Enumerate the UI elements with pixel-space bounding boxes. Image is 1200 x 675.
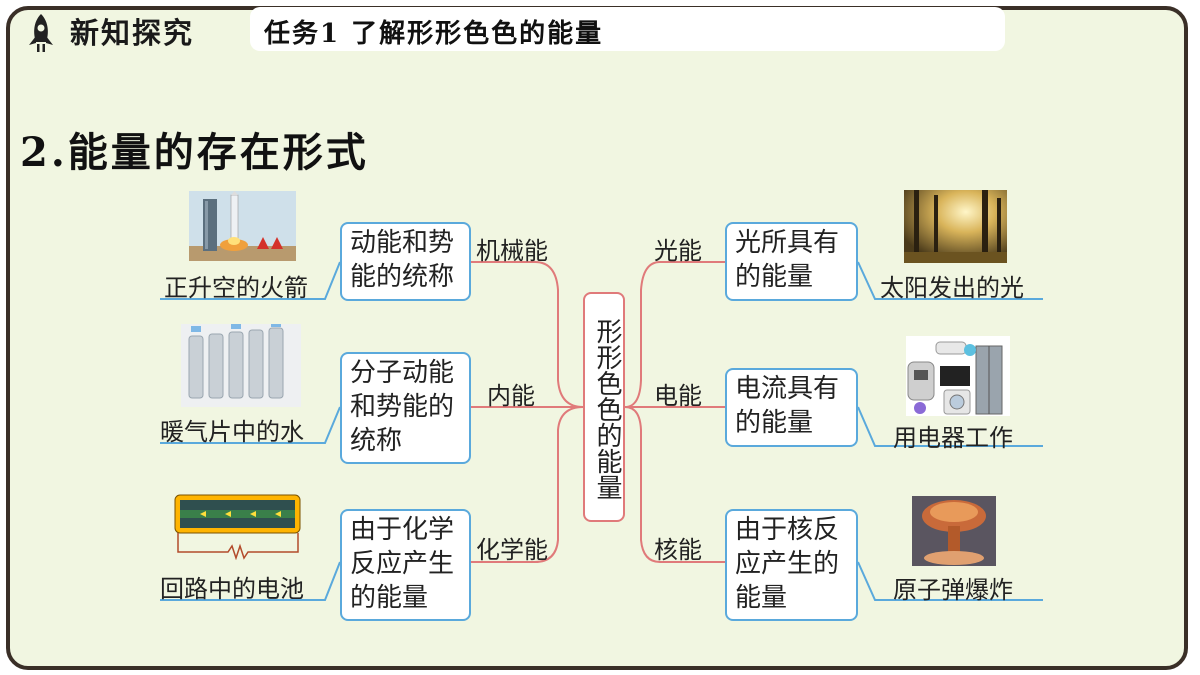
sunlight-forest-icon [904, 190, 1007, 263]
definition-box-electric: 电流具有的能量 [725, 368, 858, 447]
underline-rocket [160, 261, 341, 300]
radiator-icon [181, 324, 301, 407]
branch-label-chemical: 化学能 [476, 536, 548, 564]
underline-radiator [160, 406, 341, 444]
caption-rocket: 正升空的火箭 [164, 274, 308, 302]
battery-circuit-icon [174, 494, 301, 560]
rocket-launch-icon [189, 191, 296, 261]
connector-light [624, 261, 725, 408]
underline-appliances [857, 406, 1043, 447]
underline-battery [160, 561, 341, 601]
page-title: 2.能量的存在形式 [20, 129, 369, 176]
center-node: 形形色色的能量 [583, 292, 625, 522]
branch-label-mechanical: 机械能 [476, 237, 548, 265]
connector-chemical [470, 406, 584, 563]
caption-sunlight: 太阳发出的光 [880, 274, 1024, 302]
definition-box-mechanical: 动能和势能的统称 [340, 222, 471, 301]
underline-sunlight [857, 261, 1043, 300]
definition-box-internal: 分子动能和势能的统称 [340, 352, 471, 464]
caption-bomb: 原子弹爆炸 [893, 576, 1013, 604]
connector-nuclear [624, 406, 725, 563]
branch-label-electric: 电能 [654, 382, 702, 410]
underline-bomb [857, 561, 1043, 601]
caption-battery: 回路中的电池 [160, 575, 304, 603]
branch-label-internal: 内能 [487, 382, 535, 410]
task-title: 任务1 了解形形色色的能量 [264, 19, 604, 49]
definition-box-light: 光所具有的能量 [725, 222, 858, 301]
caption-appliances: 用电器工作 [893, 424, 1013, 452]
appliances-icon [906, 336, 1010, 416]
mushroom-cloud-icon [912, 496, 996, 566]
branch-label-nuclear: 核能 [654, 536, 702, 564]
task-bar: 任务1 了解形形色色的能量 [250, 7, 1005, 51]
section-heading: 新知探究 [70, 16, 195, 50]
definition-box-chemical: 由于化学反应产生的能量 [340, 509, 471, 621]
branch-label-light: 光能 [654, 237, 702, 265]
definition-box-nuclear: 由于核反应产生的能量 [725, 509, 858, 621]
caption-radiator: 暖气片中的水 [160, 418, 304, 446]
connector-mechanical [470, 261, 584, 408]
rocket-icon [29, 14, 53, 52]
